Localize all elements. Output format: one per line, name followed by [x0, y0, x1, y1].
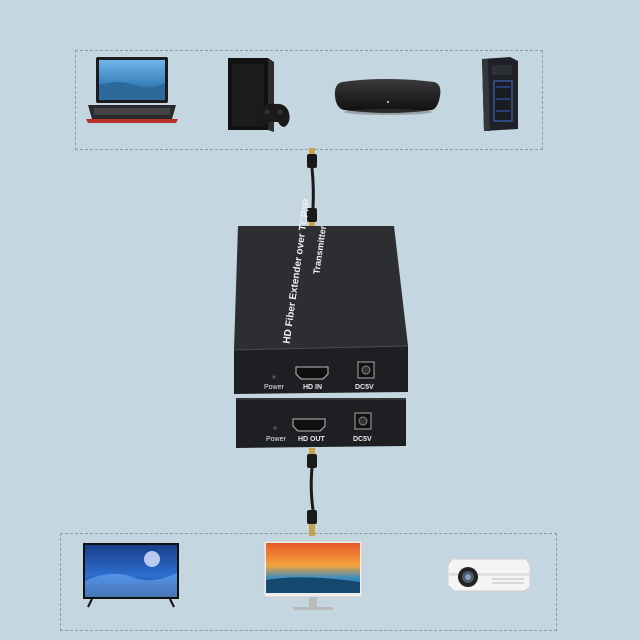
media-box-icon [332, 78, 444, 118]
laptop-icon [84, 55, 180, 125]
transmitter-port-label: HD IN [303, 384, 323, 391]
dc-jack-icon [357, 361, 375, 379]
hdmi-cable-bottom [304, 448, 320, 538]
receiver-dc-label: DC5V [353, 436, 372, 443]
display-devices-frame [60, 533, 557, 631]
receiver-power-label: Power [266, 436, 286, 443]
dc-jack-icon [354, 412, 372, 430]
receiver-power-led [272, 425, 278, 431]
receiver-port-label: HD OUT [298, 436, 325, 443]
desktop-pc-icon [476, 55, 522, 133]
tv-icon [82, 541, 180, 609]
power-led [271, 374, 277, 380]
game-console-icon [222, 56, 292, 134]
transmitter-dc-label: DC5V [355, 384, 374, 391]
transmitter-power-label: Power [264, 384, 284, 391]
hdmi-port-icon [292, 418, 326, 432]
monitor-icon [263, 540, 363, 614]
hdmi-port-icon [295, 366, 329, 380]
projector-icon [446, 555, 532, 595]
